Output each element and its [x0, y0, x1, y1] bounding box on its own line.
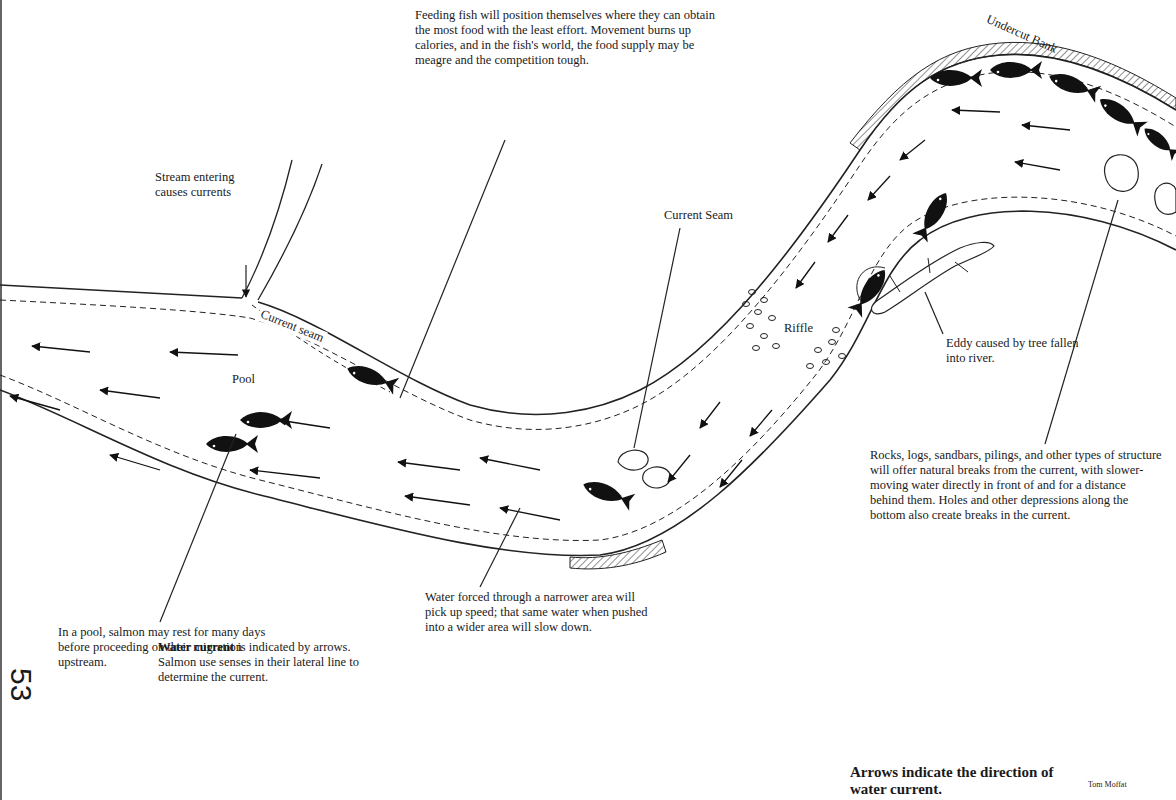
current-arrow: [480, 458, 540, 470]
fallen-tree: [872, 242, 994, 313]
feeding-note: Feeding fish will position themselves wh…: [415, 8, 733, 68]
stream-note: Stream entering causes currents: [155, 170, 265, 200]
current-arrow: [405, 496, 470, 505]
current-arrow: [900, 140, 925, 160]
pebble: [833, 328, 840, 333]
salmon: [206, 61, 1176, 511]
eddy-note: Eddy caused by tree fallen into river.: [946, 336, 1096, 366]
speed-note: Water forced through a narrower area wil…: [425, 590, 655, 635]
current-note: Water current is indicated by arrows. Sa…: [158, 640, 378, 685]
current-seam: [0, 197, 1176, 540]
current-arrow: [110, 455, 160, 470]
current-arrow: [170, 352, 238, 355]
current-arrow: [796, 262, 815, 288]
frame-line: [0, 0, 2, 800]
leader-line: [160, 140, 1118, 622]
current-arrow: [700, 402, 720, 428]
current-arrow: [1015, 162, 1060, 170]
pebble: [773, 344, 780, 349]
current-arrow: [1022, 125, 1070, 130]
stream-bank: [242, 160, 292, 298]
pebble: [815, 348, 822, 353]
undercut-bank: [850, 42, 1176, 150]
pebble: [829, 340, 836, 345]
current-note: Water current: [158, 640, 234, 654]
current-arrow: [720, 460, 742, 487]
current-arrow: [398, 462, 460, 470]
bank-hatching: [570, 540, 666, 569]
page-number: 53: [3, 668, 39, 701]
riffle-pebbles: [743, 290, 846, 369]
stream-bank: [258, 164, 322, 300]
river-bank: [0, 54, 1176, 414]
pebble: [769, 316, 776, 321]
pebble: [823, 360, 830, 365]
current-arrow: [828, 215, 848, 242]
current-arrow: [952, 110, 1000, 112]
river-bank: [0, 211, 1176, 555]
pebble: [753, 346, 760, 351]
pool-label: Pool: [232, 372, 255, 387]
seam-label: Current Seam: [664, 208, 733, 223]
structure-note: Rocks, logs, sandbars, pilings, and othe…: [870, 448, 1162, 523]
pebble: [755, 310, 762, 315]
arrows-note: Arrows indicate the direction of water c…: [850, 764, 1065, 797]
pebble: [749, 290, 756, 295]
rocks: [618, 155, 1176, 488]
current-arrow: [100, 390, 160, 398]
credit: Tom Moffat: [1088, 780, 1127, 790]
current-arrow: [32, 346, 90, 352]
pebble: [747, 324, 754, 329]
pebble: [839, 354, 846, 359]
current-arrow: [668, 455, 690, 482]
tree-branches: [890, 258, 968, 292]
current-seam: [0, 72, 1176, 430]
current-arrow: [10, 396, 60, 410]
pebble: [743, 302, 750, 307]
pebble: [807, 364, 814, 369]
pebble: [761, 334, 768, 339]
riffle-label: Riffle: [782, 321, 815, 336]
current-arrow: [250, 470, 320, 478]
current-arrow: [868, 176, 890, 200]
pebble: [761, 298, 768, 303]
current-arrow: [500, 508, 560, 520]
current-arrow: [750, 410, 772, 436]
